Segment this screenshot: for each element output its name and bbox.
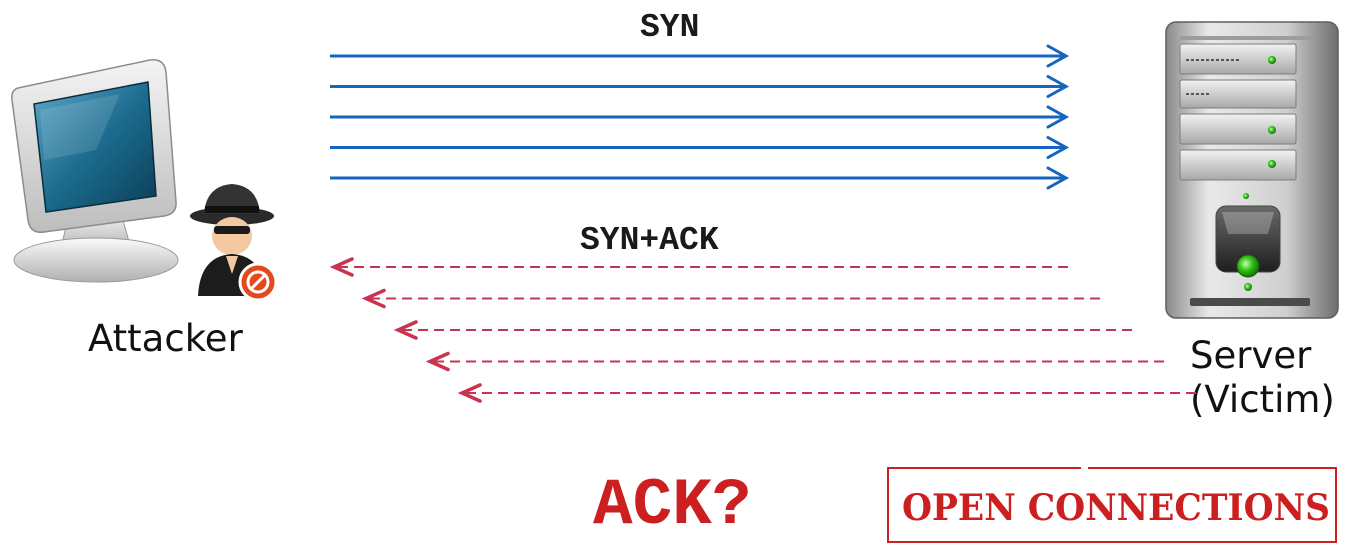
server-tower-icon bbox=[1165, 21, 1339, 319]
syn-ack-arrow-head bbox=[393, 320, 418, 340]
open-connections-border bbox=[887, 467, 1337, 543]
server-label-line1: Server bbox=[1190, 334, 1312, 377]
spy-icon bbox=[190, 184, 278, 302]
syn-arrow-head bbox=[1046, 105, 1070, 129]
syn-arrow-head bbox=[1046, 75, 1070, 98]
syn-ack-arrow-head bbox=[361, 288, 386, 309]
open-connections-label: OPEN CONNECTIONS bbox=[902, 487, 1330, 529]
open-connections-box: OPEN CONNECTIONS bbox=[887, 466, 1337, 543]
syn-arrow-head bbox=[1046, 166, 1070, 190]
syn-arrow-head bbox=[1046, 136, 1070, 159]
attacker-label: Attacker bbox=[88, 317, 244, 360]
syn-arrow-group bbox=[330, 44, 1070, 190]
syn-ack-arrow-head bbox=[457, 383, 482, 403]
syn-label: SYN bbox=[640, 9, 699, 46]
syn-ack-arrow-head bbox=[425, 351, 450, 372]
syn-ack-arrow-head bbox=[329, 257, 354, 277]
syn-ack-label: SYN+ACK bbox=[580, 222, 719, 259]
syn-arrow-head bbox=[1046, 44, 1070, 68]
syn-ack-arrow-group bbox=[329, 257, 1200, 403]
ack-question-label: ACK? bbox=[593, 468, 751, 543]
computer-monitor-icon bbox=[11, 59, 179, 283]
server-label-line2: (Victim) bbox=[1190, 378, 1335, 421]
